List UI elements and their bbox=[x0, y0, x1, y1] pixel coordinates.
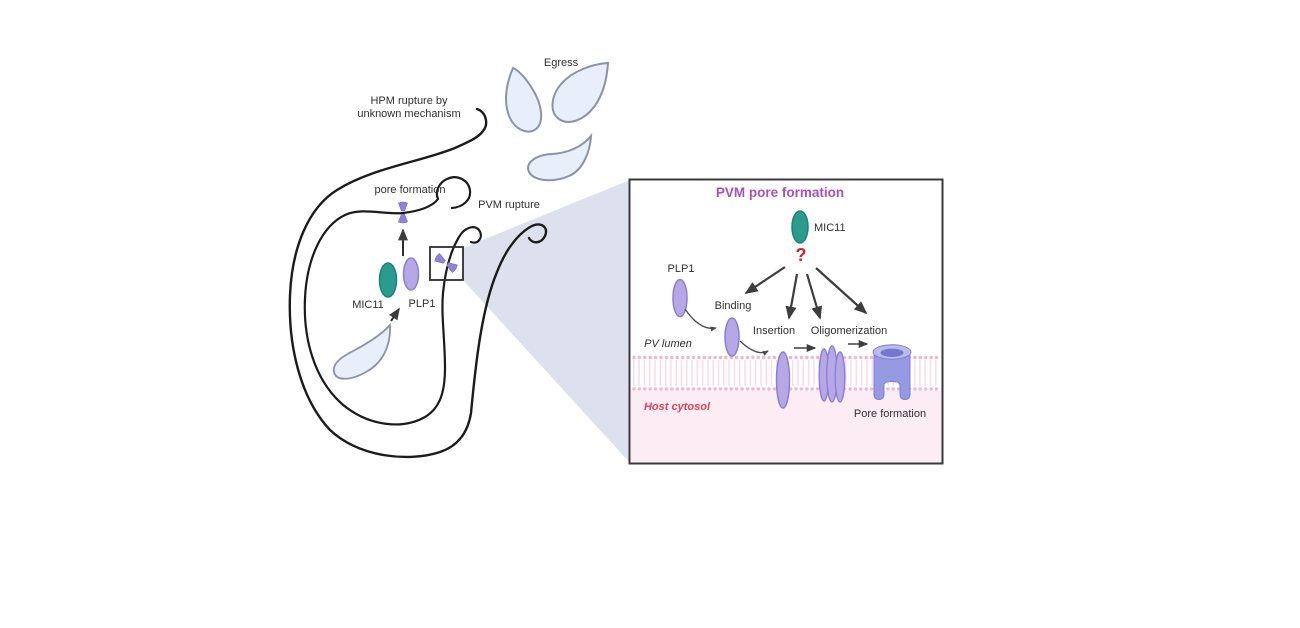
plp1-protein-icon bbox=[402, 257, 420, 291]
egressed-parasite-left bbox=[505, 66, 543, 133]
egress-label: Egress bbox=[543, 57, 579, 69]
binding-label: Binding bbox=[714, 300, 752, 312]
egressed-parasite-bottom bbox=[527, 132, 593, 182]
zoomed-pore-icon bbox=[434, 253, 458, 273]
hpm-rupture-label: HPM rupture by unknown mechanism bbox=[357, 95, 461, 120]
pvm-pore-icon bbox=[398, 201, 408, 224]
inset-plp1-label: PLP1 bbox=[667, 263, 695, 275]
insertion-label: Insertion bbox=[752, 325, 796, 337]
unknown-mechanism-question-mark: ? bbox=[795, 245, 807, 265]
host-cytosol-label: Host cytosol bbox=[643, 401, 711, 413]
oligomerization-label: Oligomerization bbox=[810, 325, 888, 337]
inserted-protein-icon bbox=[775, 351, 791, 409]
pvm-rupture-label: PVM rupture bbox=[478, 199, 540, 211]
pore-cylinder-icon bbox=[872, 344, 912, 401]
inset-mic11-label: MIC11 bbox=[814, 222, 846, 234]
zoom-beam bbox=[463, 180, 630, 463]
plp1-label: PLP1 bbox=[408, 298, 436, 310]
mic11-protein-icon bbox=[378, 262, 398, 298]
binding-step-arrow bbox=[684, 308, 718, 332]
egressed-parasites bbox=[505, 61, 610, 182]
secretion-arrow bbox=[389, 307, 400, 322]
pvm-membrane bbox=[303, 176, 482, 426]
inset-title: PVM pore formation bbox=[715, 185, 845, 200]
inset-plp1-protein-icon bbox=[672, 278, 688, 318]
insertion-step-arrow bbox=[739, 340, 769, 356]
mic11-label: MIC11 bbox=[352, 299, 384, 311]
host-cell-membrane bbox=[288, 107, 548, 459]
intracellular-parasite bbox=[332, 322, 391, 380]
inset-mic11-protein-icon bbox=[791, 210, 809, 244]
pore-formation-label: pore formation bbox=[374, 184, 446, 196]
oligomer-icon bbox=[818, 345, 846, 403]
pore-formation-step-label: Pore formation bbox=[853, 408, 927, 420]
hypothesis-arrows bbox=[744, 266, 868, 320]
egressed-parasite-right bbox=[551, 61, 610, 123]
binding-protein-icon bbox=[724, 317, 740, 357]
pv-lumen-label: PV lumen bbox=[644, 338, 692, 350]
zoom-region-square bbox=[429, 246, 464, 281]
